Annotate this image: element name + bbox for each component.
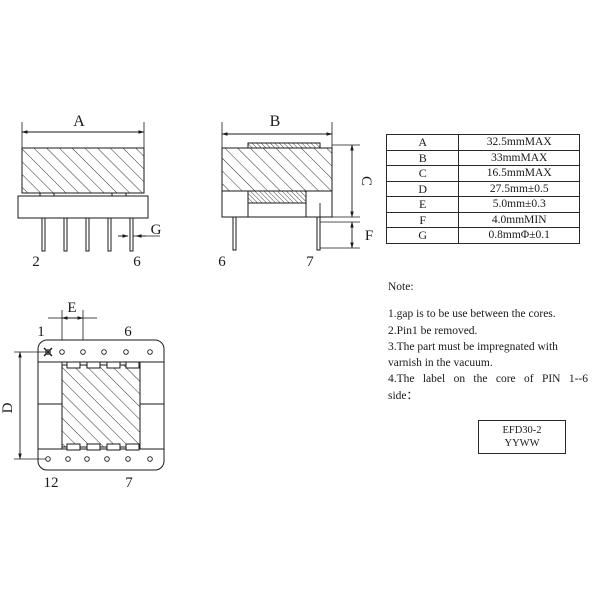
spec-value: 33mmMAX [458,149,580,166]
spec-symbol: D [385,180,460,197]
table-row: B 33mmMAX [385,149,580,166]
label-part-number: EFD30-2 [502,424,542,436]
note-line-3: 3.The part must be impregnated with [388,340,558,353]
front-view-pin-6: 6 [133,254,141,270]
side-view-dim-f: F [365,228,373,244]
spec-symbol: E [385,196,460,213]
note-line-1: 1.gap is to be use between the cores. [388,308,556,321]
table-row: E 5.0mm±0.3 [385,196,580,213]
side-view-group [221,122,360,251]
note-line-4: 4.The label on the core of PIN 1--6 [388,373,588,386]
spec-symbol: F [385,211,460,228]
table-row: F 4.0mmMIN [385,211,580,228]
spec-symbol: A [385,134,460,151]
bottom-view-pin-7: 7 [125,475,133,491]
spec-symbol: B [385,149,460,166]
table-row: G 0.8mmΦ±0.1 [385,227,580,244]
front-view-dim-g: G [151,222,162,238]
front-view-pin-2: 2 [32,254,40,270]
table-row: A 32.5mmMAX [385,134,580,151]
table-row: D 27.5mm±0.5 [385,180,580,197]
bottom-view-pin-1: 1 [37,324,45,340]
spec-symbol: G [385,227,460,244]
spec-value: 32.5mmMAX [458,134,580,151]
spec-value: 0.8mmΦ±0.1 [458,227,580,244]
side-view-dim-c: C [358,176,374,186]
notes-block: Note: 1.gap is to be use between the cor… [388,280,588,405]
front-view-group [17,122,160,252]
label-date-code: YYWW [504,438,540,449]
table-row: C 16.5mmMAX [385,165,580,182]
note-line-4-cont: side： [388,389,419,402]
spec-value: 5.0mm±0.3 [458,196,580,213]
specification-table: A 32.5mmMAX B 33mmMAX C 16.5mmMAX D 27.5… [385,134,580,244]
bottom-view-pin-12: 12 [44,475,59,491]
part-label-box: EFD30-2 YYWW [478,420,566,454]
spec-value: 16.5mmMAX [458,165,580,182]
side-view-pin-7: 7 [306,254,314,270]
note-line-2: 2.Pin1 be removed. [388,324,478,337]
bottom-view-dim-d: D [0,402,16,413]
spec-value: 4.0mmMIN [458,211,580,228]
spec-symbol: C [385,165,460,182]
bottom-view-dim-e: E [67,300,76,316]
note-line-3-cont: varnish in the vacuum. [388,357,493,370]
bottom-view-pin-6: 6 [124,324,132,340]
front-view-dim-a: A [73,113,85,130]
spec-value: 27.5mm±0.5 [458,180,580,197]
notes-title: Note: [388,281,414,293]
bottom-view-group [14,310,165,471]
side-view-pin-6: 6 [218,254,226,270]
side-view-dim-b: B [270,113,281,130]
